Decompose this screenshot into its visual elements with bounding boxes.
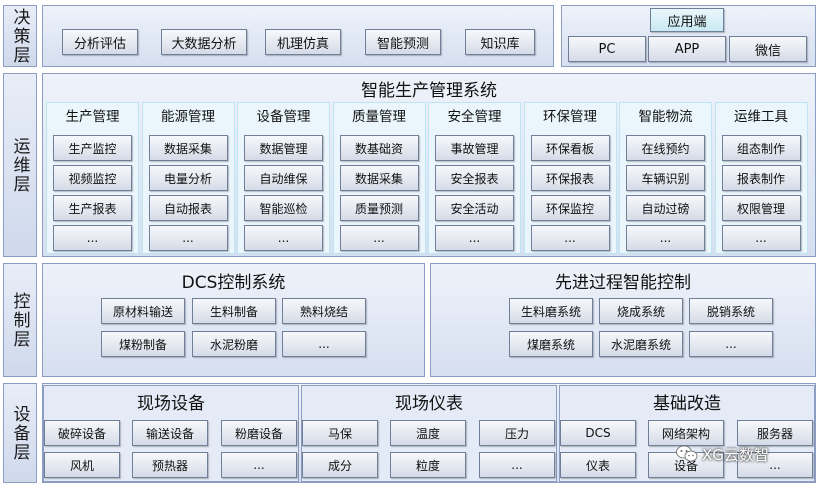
- column-title-production: 生产管理: [65, 109, 120, 125]
- dcs-item-coal[interactable]: 煤粉制备: [101, 331, 185, 357]
- column-ops-tools-item[interactable]: ...: [721, 225, 801, 251]
- layer-label-equipment-text: 设备层: [9, 404, 30, 462]
- equipment-title-infrastructure: 基础改造: [653, 393, 721, 414]
- decision-item-analysis[interactable]: 分析评估: [62, 29, 138, 55]
- wechat-icon: [676, 445, 698, 462]
- column-ops-tools-item[interactable]: 报表制作: [721, 165, 801, 191]
- equip-item-grinder[interactable]: 粉磨设备: [221, 420, 297, 446]
- column-title-quality: 质量管理: [352, 109, 406, 125]
- column-title-equipment: 设备管理: [256, 109, 311, 125]
- app-title: 应用端: [650, 8, 724, 32]
- apc-item-burning[interactable]: 烧成系统: [599, 298, 683, 324]
- column-equipment-item[interactable]: 自动维保: [244, 165, 323, 191]
- column-safety-item[interactable]: 事故管理: [435, 135, 514, 161]
- decision-item-knowledge[interactable]: 知识库: [465, 29, 535, 55]
- decision-item-prediction[interactable]: 智能预测: [365, 29, 441, 55]
- column-safety-item[interactable]: 安全活动: [435, 195, 514, 221]
- column-quality-item[interactable]: 质量预测: [339, 195, 419, 221]
- dcs-item-more[interactable]: ...: [282, 331, 366, 357]
- column-equipment-item[interactable]: 智能巡检: [244, 195, 323, 221]
- inst-item-composition[interactable]: 成分: [302, 452, 378, 478]
- column-title-environment: 环保管理: [543, 109, 597, 125]
- column-quality-item[interactable]: ...: [339, 225, 419, 251]
- column-quality-item[interactable]: 数据采集: [339, 165, 419, 191]
- equipment-title-field-devices: 现场设备: [137, 393, 205, 414]
- column-quality-item[interactable]: 数基础资: [339, 135, 419, 161]
- app-item-app[interactable]: APP: [648, 36, 726, 62]
- equip-item-fan[interactable]: 风机: [44, 452, 120, 478]
- dcs-item-raw-material[interactable]: 原材料输送: [101, 298, 185, 324]
- layer-label-decision-text: 决策层: [9, 7, 30, 65]
- inst-item-temperature[interactable]: 温度: [390, 420, 466, 446]
- apc-item-denitration[interactable]: 脱销系统: [689, 298, 773, 324]
- column-production-item[interactable]: 视频监控: [53, 165, 132, 191]
- column-title-logistics: 智能物流: [638, 109, 693, 125]
- column-environment-item[interactable]: ...: [530, 225, 610, 251]
- infra-item-instrument[interactable]: 仪表: [560, 452, 636, 478]
- inst-item-more[interactable]: ...: [479, 452, 555, 478]
- column-energy-item[interactable]: 数据采集: [148, 135, 228, 161]
- column-energy-item[interactable]: 电量分析: [148, 165, 228, 191]
- column-logistics-item[interactable]: ...: [626, 225, 705, 251]
- infra-item-dcs[interactable]: DCS: [560, 420, 636, 446]
- column-production-item[interactable]: 生产监控: [53, 135, 132, 161]
- column-equipment-item[interactable]: ...: [244, 225, 323, 251]
- app-item-wechat[interactable]: 微信: [729, 36, 807, 62]
- apc-item-cement-mill[interactable]: 水泥磨系统: [599, 331, 683, 357]
- inst-item-motor-protector[interactable]: 马保: [302, 420, 378, 446]
- operation-title: 智能生产管理系统: [361, 80, 497, 101]
- dcs-item-cement[interactable]: 水泥粉磨: [192, 331, 276, 357]
- watermark: XG云数智: [676, 442, 816, 466]
- layer-label-control: 控制层: [3, 263, 37, 377]
- column-title-safety: 安全管理: [447, 109, 502, 125]
- column-production-item[interactable]: 生产报表: [53, 195, 132, 221]
- dcs-item-clinker[interactable]: 熟料烧结: [282, 298, 366, 324]
- column-energy-item[interactable]: 自动报表: [148, 195, 228, 221]
- apc-title: 先进过程智能控制: [555, 272, 691, 293]
- decision-item-bigdata[interactable]: 大数据分析: [161, 29, 247, 55]
- layer-label-operation: 运维层: [3, 73, 37, 257]
- layer-label-control-text: 控制层: [9, 291, 30, 349]
- inst-item-pressure[interactable]: 压力: [479, 420, 555, 446]
- column-title-energy: 能源管理: [161, 109, 215, 125]
- apc-item-coal-mill[interactable]: 煤磨系统: [509, 331, 593, 357]
- equipment-title-instruments: 现场仪表: [395, 393, 463, 414]
- column-production-item[interactable]: ...: [53, 225, 132, 251]
- dcs-item-raw-meal[interactable]: 生料制备: [192, 298, 276, 324]
- column-environment-item[interactable]: 环保监控: [530, 195, 610, 221]
- layer-label-operation-text: 运维层: [9, 136, 30, 194]
- column-logistics-item[interactable]: 自动过磅: [626, 195, 705, 221]
- column-logistics-item[interactable]: 车辆识别: [626, 165, 705, 191]
- column-ops-tools-item[interactable]: 组态制作: [721, 135, 801, 161]
- column-environment-item[interactable]: 环保报表: [530, 165, 610, 191]
- column-equipment-item[interactable]: 数据管理: [244, 135, 323, 161]
- column-logistics-item[interactable]: 在线预约: [626, 135, 705, 161]
- column-energy-item[interactable]: ...: [148, 225, 228, 251]
- equip-item-crusher[interactable]: 破碎设备: [44, 420, 120, 446]
- inst-item-granularity[interactable]: 粒度: [390, 452, 466, 478]
- column-ops-tools-item[interactable]: 权限管理: [721, 195, 801, 221]
- equip-item-preheater[interactable]: 预热器: [132, 452, 208, 478]
- column-safety-item[interactable]: 安全报表: [435, 165, 514, 191]
- layer-label-decision: 决策层: [3, 5, 37, 67]
- layer-label-equipment: 设备层: [3, 383, 37, 483]
- decision-item-simulation[interactable]: 机理仿真: [265, 29, 341, 55]
- app-item-pc[interactable]: PC: [568, 36, 646, 62]
- apc-item-more[interactable]: ...: [689, 331, 773, 357]
- apc-item-raw-mill[interactable]: 生料磨系统: [509, 298, 593, 324]
- infra-item-network[interactable]: 网络架构: [648, 420, 724, 446]
- infra-item-server[interactable]: 服务器: [737, 420, 813, 446]
- watermark-text: XG云数智: [702, 445, 769, 464]
- equip-item-conveyor[interactable]: 输送设备: [132, 420, 208, 446]
- column-safety-item[interactable]: ...: [435, 225, 514, 251]
- column-environment-item[interactable]: 环保看板: [530, 135, 610, 161]
- equip-item-more[interactable]: ...: [221, 452, 297, 478]
- column-title-ops-tools: 运维工具: [734, 109, 788, 125]
- infra-item-more[interactable]: ...: [737, 452, 813, 478]
- dcs-title: DCS控制系统: [181, 272, 286, 293]
